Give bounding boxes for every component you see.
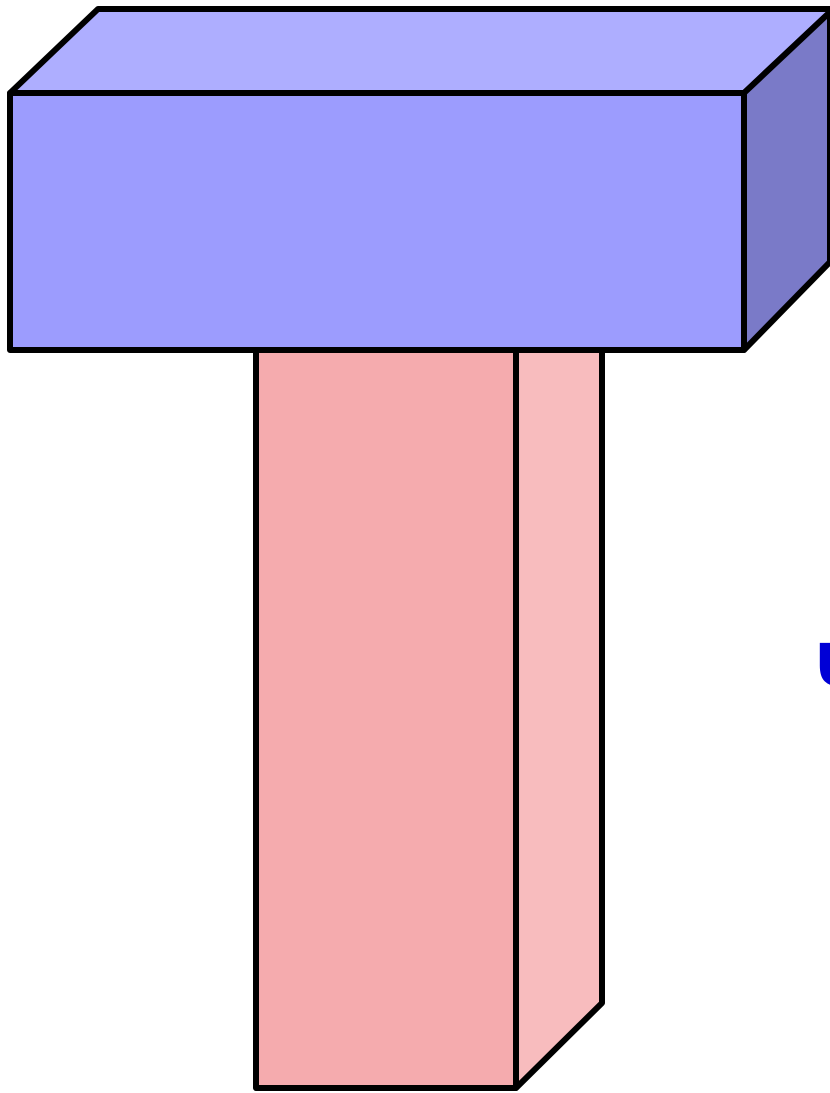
top-block (10, 9, 830, 350)
pillar (256, 345, 602, 1088)
top-block-front-face (10, 93, 744, 350)
cropped-label: ף (808, 604, 830, 734)
pillar-front-face (256, 345, 516, 1088)
pillar-side-face (516, 345, 602, 1088)
top-block-top-face (10, 9, 830, 93)
